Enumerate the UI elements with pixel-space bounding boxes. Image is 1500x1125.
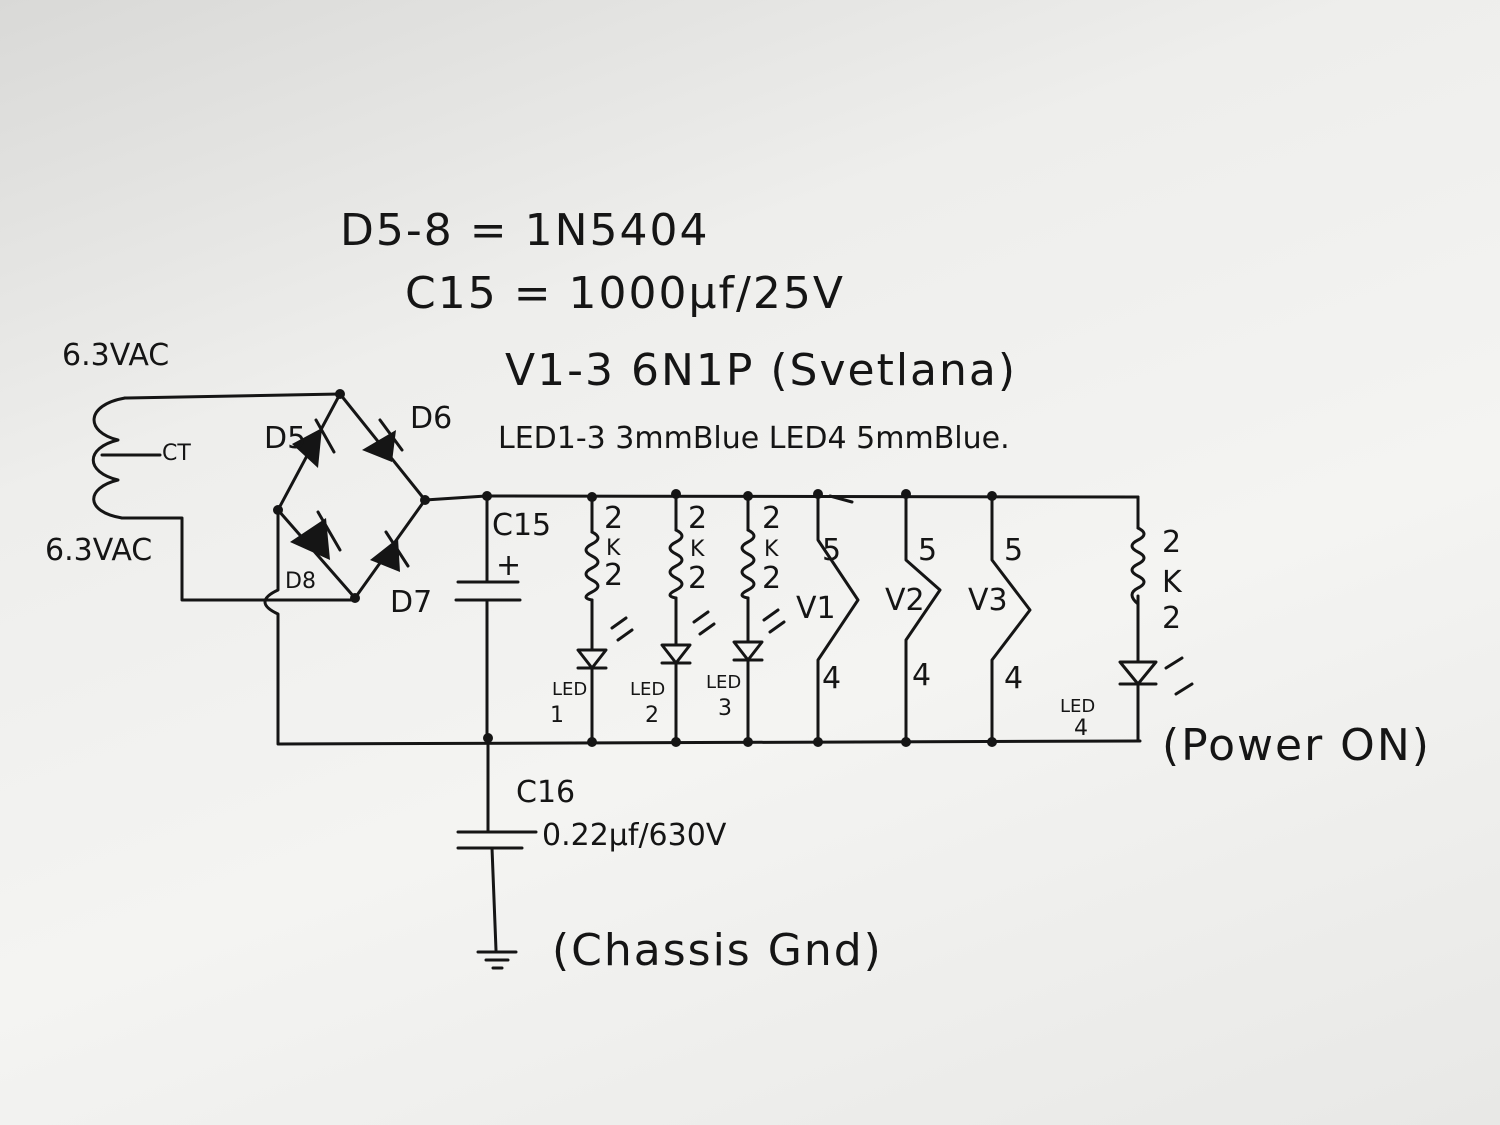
r4-digit-1: 2 <box>1162 525 1181 560</box>
resistor-r3 <box>740 528 756 600</box>
node-led2-bottom <box>671 737 681 747</box>
diode-d8-body <box>290 518 330 560</box>
v2-pin-top: 5 <box>918 533 937 568</box>
bridge-rectifier: D5 D6 D7 D8 <box>264 389 452 620</box>
label-led2-number: 2 <box>645 703 659 728</box>
valve-heater-v3: 5 V3 4 <box>968 491 1032 747</box>
note-leds: LED1-3 3mmBlue LED4 5mmBlue. <box>498 421 1010 456</box>
positive-rail <box>423 494 1140 502</box>
negative-rail <box>263 508 1142 746</box>
capacitor-c16: C16 0.22µf/630V <box>456 733 727 952</box>
label-c16: C16 <box>516 775 575 810</box>
node-bridge-top <box>335 389 345 399</box>
label-v2: V2 <box>885 583 925 618</box>
note-valves: V1-3 6N1P (Svetlana) <box>505 345 1017 396</box>
component-notes: D5-8 = 1N5404 C15 = 1000µf/25V V1-3 6N1P… <box>340 205 1017 456</box>
r2-digit-1: 2 <box>688 501 707 536</box>
diode-d5-bar <box>314 418 336 454</box>
node-v2-bottom <box>901 737 911 747</box>
transformer-secondary: 6.3VAC 6.3VAC CT <box>45 338 357 602</box>
resistor-r1 <box>584 530 600 602</box>
label-led2: LED <box>630 679 665 700</box>
note-diodes: D5-8 = 1N5404 <box>340 205 709 256</box>
wire-winding-top <box>123 392 342 400</box>
label-chassis-ground: (Chassis Gnd) <box>552 925 883 976</box>
diode-d8-bar <box>316 510 342 552</box>
label-d8: D8 <box>285 569 316 594</box>
note-c15: C15 = 1000µf/25V <box>405 268 845 319</box>
v2-pin-bottom: 4 <box>912 658 931 693</box>
v3-pin-bottom: 4 <box>1004 661 1023 696</box>
chassis-ground: (Chassis Gnd) <box>476 925 883 976</box>
label-power-on: (Power ON) <box>1162 720 1431 771</box>
led2-symbol <box>660 610 716 665</box>
r3-digit-1: 2 <box>762 501 781 536</box>
v1-tick <box>828 494 854 504</box>
v1-pin-bottom: 4 <box>822 661 841 696</box>
led-branch-1: 2 K 2 LED 1 <box>550 492 634 747</box>
r1-digit-1: 2 <box>604 501 623 536</box>
v3-pin-top: 5 <box>1004 533 1023 568</box>
resistor-r4 <box>1130 526 1146 606</box>
label-d5: D5 <box>264 421 306 456</box>
secondary-winding <box>91 396 127 520</box>
node-bridge-bottom <box>350 593 360 603</box>
label-6v3-top: 6.3VAC <box>62 338 169 373</box>
resistor-r2 <box>668 528 684 600</box>
r4-digit-3: 2 <box>1162 601 1181 636</box>
wire-winding-bottom <box>120 516 357 602</box>
label-led3: LED <box>706 672 741 693</box>
led1-symbol <box>576 616 634 670</box>
capacitor-c15: C15 + <box>454 491 551 742</box>
r2-digit-2: K <box>690 537 705 562</box>
valve-heater-v1: 5 V1 4 <box>796 489 860 747</box>
led3-symbol <box>732 608 786 662</box>
label-6v3-bottom: 6.3VAC <box>45 533 152 568</box>
label-led1: LED <box>552 679 587 700</box>
label-led1-number: 1 <box>550 703 564 728</box>
diode-d7-body <box>370 538 400 572</box>
led4-symbol <box>1118 656 1194 696</box>
diode-d6-bar <box>378 418 404 452</box>
label-led4: LED <box>1060 696 1095 717</box>
label-c16-value: 0.22µf/630V <box>542 818 727 853</box>
node-led3-bottom <box>743 737 753 747</box>
v1-heater <box>816 492 860 744</box>
r3-digit-2: K <box>764 537 779 562</box>
ground-icon <box>476 950 518 970</box>
diode-d6-body <box>362 430 396 462</box>
diode-d5-body <box>292 428 322 468</box>
r3-digit-3: 2 <box>762 561 781 596</box>
valve-heater-v2: 5 V2 4 <box>885 489 942 747</box>
node-led1-bottom <box>587 737 597 747</box>
r1-digit-3: 2 <box>604 558 623 593</box>
led-branch-2: 2 K 2 LED 2 <box>630 489 716 747</box>
label-c15: C15 <box>492 508 551 543</box>
node-v1-bottom <box>813 737 823 747</box>
label-d6: D6 <box>410 401 452 436</box>
r1-digit-2: K <box>606 536 621 561</box>
label-v1: V1 <box>796 591 836 626</box>
v1-pin-top: 5 <box>822 533 841 568</box>
label-d7: D7 <box>390 585 432 620</box>
led-branch-3: 2 K 2 LED 3 <box>706 491 786 747</box>
r4-digit-2: K <box>1162 565 1183 600</box>
label-center-tap: CT <box>162 441 191 466</box>
r2-digit-3: 2 <box>688 561 707 596</box>
label-led3-number: 3 <box>718 696 732 721</box>
label-v3: V3 <box>968 583 1008 618</box>
label-led4-number: 4 <box>1074 716 1088 741</box>
led-branch-4: 2 K 2 LED 4 (Power ON) <box>1060 495 1431 771</box>
diode-d7-bar <box>384 530 410 568</box>
c16-lead-bottom <box>490 846 498 952</box>
node-v3-bottom <box>987 737 997 747</box>
label-c15-plus: + <box>496 548 521 583</box>
v2-heater <box>904 492 942 744</box>
v3-heater <box>990 494 1032 744</box>
